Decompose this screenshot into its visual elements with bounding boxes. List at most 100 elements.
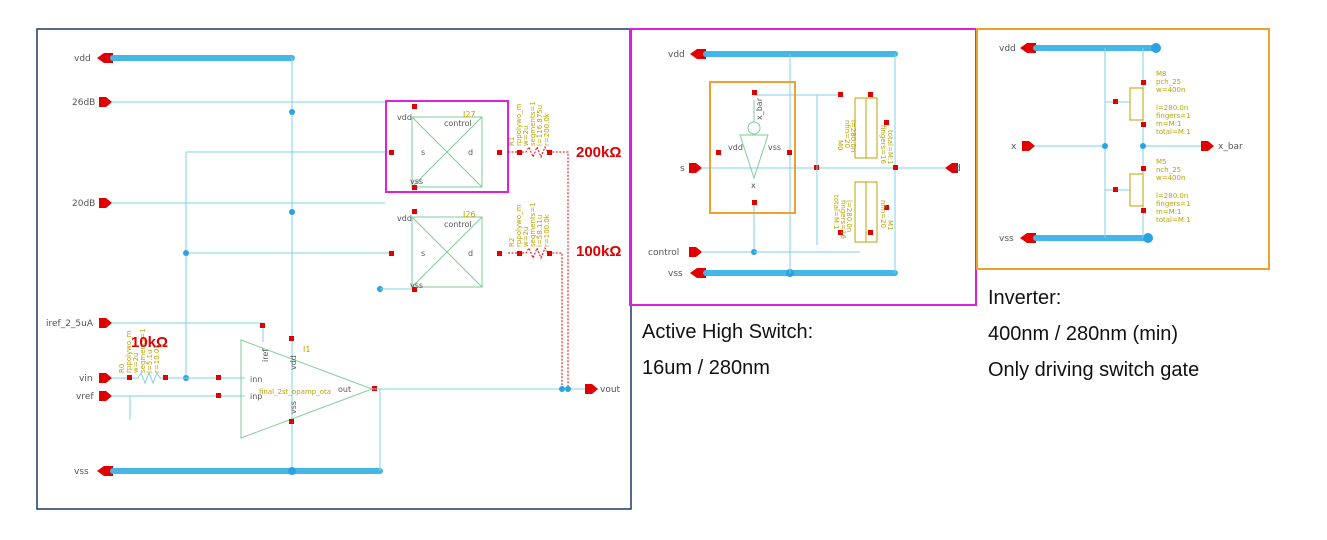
switch-pmos[interactable]: M0 nfin=20 l=280.0n fingers=16 total=M:1 xyxy=(836,92,894,165)
svg-text:fingers=1: fingers=1 xyxy=(1156,200,1190,208)
inverter-caption-title: Inverter: xyxy=(988,287,1061,309)
svg-text:nch_25: nch_25 xyxy=(1156,166,1181,174)
inverter-nmos[interactable]: M5 nch_25 w=400n l=280.0n fingers=1 m=M:… xyxy=(1113,158,1191,224)
inverter-symbol-highlight xyxy=(709,81,796,214)
switch-nmos[interactable]: total=M:1 fingers=16 l=280.0n nfin=20 M1 xyxy=(832,181,894,243)
svg-text:vss: vss xyxy=(768,143,781,152)
svg-text:d: d xyxy=(468,249,473,258)
svg-text:total=M:1: total=M:1 xyxy=(886,130,894,165)
svg-text:l=58.11u: l=58.11u xyxy=(536,215,544,247)
vin-pin-label: vin xyxy=(79,374,93,384)
r2-resistor[interactable]: R2 rppolywo_m w=2u segments=1 l=58.11u r… xyxy=(508,202,563,389)
r0-value-label: 10kΩ xyxy=(131,334,168,351)
svg-text:final_2st_opamp_ota: final_2st_opamp_ota xyxy=(259,388,331,396)
vref-pin[interactable]: vref xyxy=(76,391,112,402)
iref-pin[interactable]: iref_2_5uA xyxy=(46,318,112,329)
vdd-pin-label: vdd xyxy=(74,54,91,64)
switch-vdd-pin[interactable]: vdd xyxy=(668,49,706,60)
switch-control-pin[interactable]: control xyxy=(648,247,702,258)
switch-caption-size: 16um / 280nm xyxy=(642,357,770,379)
svg-text:nfin=20: nfin=20 xyxy=(879,200,887,228)
switch-i27-highlight xyxy=(385,100,509,193)
26db-pin[interactable]: 26dB xyxy=(72,97,112,108)
svg-text:l=280.0n: l=280.0n xyxy=(845,200,853,232)
svg-text:inp: inp xyxy=(250,392,262,401)
switch-s-pin[interactable]: s xyxy=(680,163,702,174)
svg-text:M1: M1 xyxy=(886,220,894,231)
svg-text:vss: vss xyxy=(289,401,298,414)
inverter-vss-label: vss xyxy=(999,234,1014,244)
svg-text:R1: R1 xyxy=(508,137,516,146)
switch-vss-pin[interactable]: vss xyxy=(668,268,706,279)
svg-text:vss: vss xyxy=(410,177,423,186)
26db-pin-label: 26dB xyxy=(72,98,95,108)
opamp-symbol[interactable]: inn inp out iref vdd vss I1 final_2st_op… xyxy=(240,323,377,439)
svg-text:l=116.875u: l=116.875u xyxy=(536,105,544,146)
inverter-x-pin[interactable]: x xyxy=(1011,141,1035,152)
inverter-vdd-label: vdd xyxy=(999,44,1016,54)
svg-text:fingers=16: fingers=16 xyxy=(839,200,847,239)
svg-text:rppolywo_m: rppolywo_m xyxy=(515,204,523,247)
inverter-schematic-frame xyxy=(976,28,1270,270)
switch-d-label: d xyxy=(955,164,961,174)
svg-text:M0: M0 xyxy=(836,140,844,151)
svg-text:l=280.0n: l=280.0n xyxy=(849,120,857,152)
vout-pin-label: vout xyxy=(600,385,621,395)
inverter-symbol[interactable]: x_bar vdd vss x xyxy=(716,90,792,205)
switch-i26[interactable]: vdd control s d vss I26 xyxy=(389,209,502,292)
svg-text:R0: R0 xyxy=(118,364,126,373)
svg-text:w=2u: w=2u xyxy=(132,353,140,373)
svg-text:pch_25: pch_25 xyxy=(1156,78,1181,86)
svg-text:fingers=16: fingers=16 xyxy=(879,125,887,164)
main-schematic-frame xyxy=(36,28,632,510)
svg-text:M8: M8 xyxy=(1156,70,1167,78)
r1-resistor[interactable]: R1 rppolywo_m w=2u segments=1 l=116.875u… xyxy=(508,101,569,389)
svg-text:total=M:1: total=M:1 xyxy=(1156,128,1191,136)
svg-text:nfin=20: nfin=20 xyxy=(843,120,851,148)
svg-text:control: control xyxy=(444,119,472,128)
svg-text:vss: vss xyxy=(410,281,423,290)
r0-resistor[interactable]: R0 rppolywo_m w=2u segments=1 l=5.1u r=1… xyxy=(118,328,170,385)
svg-text:vdd: vdd xyxy=(397,214,412,223)
svg-text:rppolywo_m: rppolywo_m xyxy=(125,330,133,373)
inverter-pmos[interactable]: M8 pch_25 w=400n l=280.0n fingers=1 m=M:… xyxy=(1113,70,1191,136)
iref-pin-label: iref_2_5uA xyxy=(46,319,94,329)
inverter-vdd-pin[interactable]: vdd xyxy=(999,43,1036,54)
vout-pin[interactable]: vout xyxy=(585,384,621,395)
switch-vss-label: vss xyxy=(668,269,683,279)
switch-caption-title: Active High Switch: xyxy=(642,321,813,343)
inverter-xbar-pin[interactable]: x_bar xyxy=(1201,141,1243,152)
svg-text:m=M:1: m=M:1 xyxy=(1156,208,1182,216)
inverter-caption-size: 400nm / 280nm (min) xyxy=(988,323,1178,345)
svg-text:out: out xyxy=(338,385,351,394)
vin-pin[interactable]: vin xyxy=(79,373,112,384)
vss-pin-label: vss xyxy=(74,467,89,477)
vss-pin[interactable]: vss xyxy=(74,466,113,477)
svg-text:d: d xyxy=(468,148,473,157)
r1-value-label: 200kΩ xyxy=(576,144,621,161)
20db-pin-label: 20dB xyxy=(72,199,95,209)
svg-text:fingers=1: fingers=1 xyxy=(1156,112,1190,120)
svg-text:segments=1: segments=1 xyxy=(529,101,537,146)
svg-text:l=280.0n: l=280.0n xyxy=(1156,192,1188,200)
svg-text:total=M:1: total=M:1 xyxy=(1156,216,1191,224)
svg-text:I27: I27 xyxy=(463,110,476,119)
switch-control-label: control xyxy=(648,248,679,258)
svg-text:w=400n: w=400n xyxy=(1156,86,1185,94)
svg-text:rppolywo_m: rppolywo_m xyxy=(515,103,523,146)
20db-pin[interactable]: 20dB xyxy=(72,198,112,209)
svg-text:r=10.0k: r=10.0k xyxy=(153,344,161,373)
switch-i27[interactable]: vdd control s d vss I27 xyxy=(389,104,502,190)
svg-text:vdd: vdd xyxy=(728,143,743,152)
r2-value-label: 100kΩ xyxy=(576,243,621,260)
switch-d-pin[interactable]: d xyxy=(945,163,961,174)
svg-text:iref: iref xyxy=(261,349,270,362)
svg-text:w=2u: w=2u xyxy=(522,227,530,247)
inverter-caption-note: Only driving switch gate xyxy=(988,359,1199,381)
svg-text:inn: inn xyxy=(250,375,262,384)
svg-text:x: x xyxy=(751,181,756,190)
vdd-pin[interactable]: vdd xyxy=(74,53,113,64)
inverter-xbar-label: x_bar xyxy=(1218,142,1243,152)
inverter-vss-pin[interactable]: vss xyxy=(999,233,1036,244)
